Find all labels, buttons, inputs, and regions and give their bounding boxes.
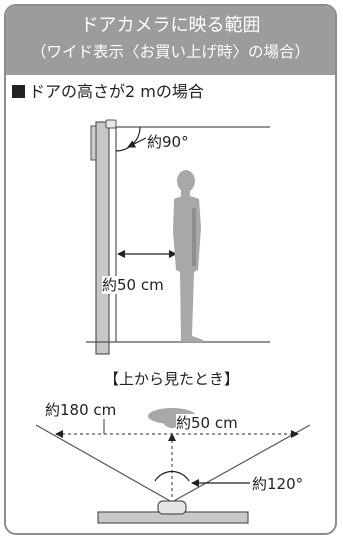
section-heading: ドアの高さが2 mの場合 bbox=[12, 82, 204, 102]
distance-50-label: 約50 cm bbox=[102, 276, 164, 294]
camera-top bbox=[157, 500, 187, 515]
top-distance-label: 約50 cm bbox=[176, 414, 238, 432]
angle-arc bbox=[115, 126, 141, 152]
top-view-title: 【上から見たとき】 bbox=[103, 370, 239, 388]
angle-120-label: 約120° bbox=[252, 475, 304, 493]
header-banner: ドアカメラに映る範囲 （ワイド表示〈お買い上げ時〉の場合） bbox=[6, 6, 335, 75]
width-180-label: 約180 cm bbox=[45, 401, 117, 419]
angle-90-label: 約90° bbox=[147, 133, 189, 151]
top-view bbox=[35, 408, 311, 524]
view-edge-left bbox=[35, 424, 173, 503]
header-subtitle: （ワイド表示〈お買い上げ時〉の場合） bbox=[30, 43, 310, 61]
door-frame bbox=[95, 121, 110, 355]
side-view bbox=[86, 119, 270, 355]
door-handle bbox=[90, 125, 97, 161]
camera-unit bbox=[105, 119, 117, 129]
info-card: ドアカメラに映る範囲 （ワイド表示〈お買い上げ時〉の場合） bbox=[4, 4, 337, 535]
person-silhouette bbox=[173, 170, 203, 342]
square-bullet-icon bbox=[12, 85, 25, 98]
header-title: ドアカメラに映る範囲 bbox=[80, 15, 261, 36]
angle-arc-120 bbox=[154, 471, 190, 482]
angle-pointer bbox=[127, 137, 147, 148]
section-title: ドアの高さが2 mの場合 bbox=[29, 82, 204, 101]
